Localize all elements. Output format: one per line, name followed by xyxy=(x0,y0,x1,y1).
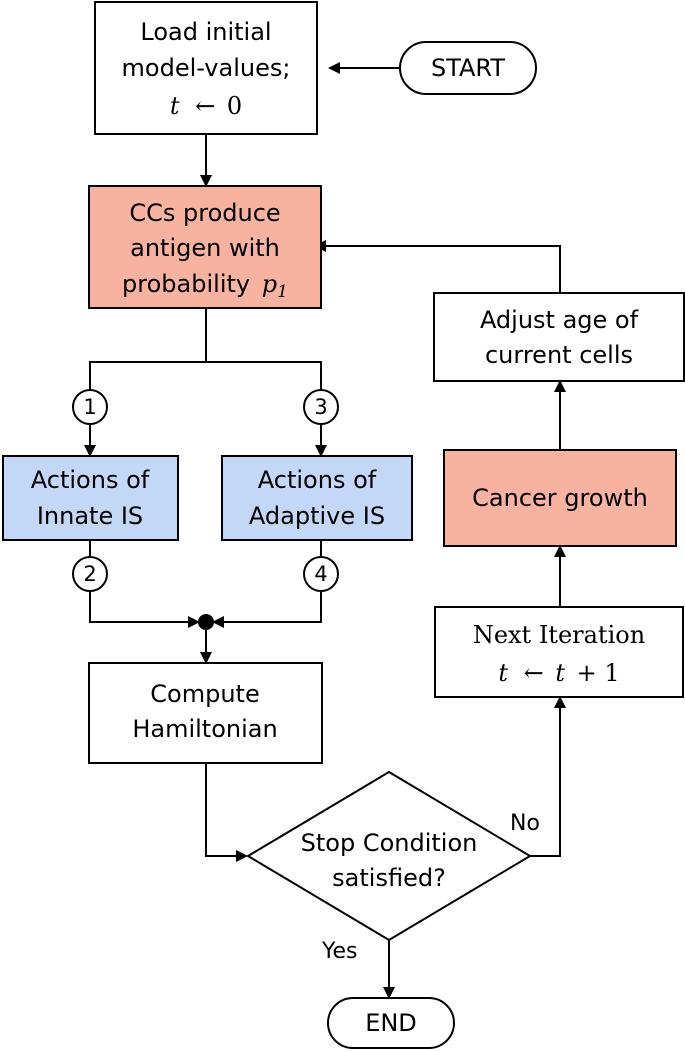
end-label: END xyxy=(365,1009,417,1037)
connector-3: 3 xyxy=(303,389,339,425)
ccs-box: CCs produce antigen with probability p1 xyxy=(88,185,322,309)
join-dot xyxy=(198,614,214,630)
edge-ccs-split xyxy=(89,308,207,390)
start-terminal: START xyxy=(399,41,537,95)
next-assign: t ← t + 1 xyxy=(498,659,619,687)
start-label: START xyxy=(431,54,505,82)
ccs-line3: probability p1 xyxy=(122,270,288,302)
innate-line2: Innate IS xyxy=(37,502,143,530)
svg-text:4: 4 xyxy=(314,562,327,586)
load-box: Load initial model-values; t ← 0 xyxy=(94,1,318,135)
edge-c4-to-join xyxy=(212,591,322,628)
decision-line2: satisfied? xyxy=(332,864,446,892)
connector-4: 4 xyxy=(303,556,339,592)
load-line1: Load initial xyxy=(140,18,271,46)
ccs-line2: antigen with xyxy=(130,234,280,262)
edges xyxy=(84,62,566,999)
connector-2: 2 xyxy=(72,556,108,592)
adaptive-line2: Adaptive IS xyxy=(249,502,385,530)
edge-decision-no xyxy=(530,696,566,857)
cancer-growth-box: Cancer growth xyxy=(443,449,677,547)
adjust-age-box: Adjust age of current cells xyxy=(433,292,685,382)
svg-text:1: 1 xyxy=(83,395,96,419)
adaptive-box: Actions of Adaptive IS xyxy=(221,455,413,541)
edge-c2-to-join xyxy=(89,591,200,628)
innate-line1: Actions of xyxy=(31,466,150,494)
hamiltonian-box: Compute Hamiltonian xyxy=(88,662,323,764)
hamiltonian-line2: Hamiltonian xyxy=(132,715,277,743)
innate-box: Actions of Innate IS xyxy=(2,455,179,541)
load-line2: model-values; xyxy=(122,54,291,82)
svg-text:2: 2 xyxy=(83,562,96,586)
edge-ccs-split-right xyxy=(206,361,322,390)
edge-label-no: No xyxy=(510,811,540,836)
adjust-line2: current cells xyxy=(485,341,633,369)
edge-hamiltonian-to-decision xyxy=(205,763,248,862)
load-assign: t ← 0 xyxy=(170,92,242,120)
growth-label: Cancer growth xyxy=(472,484,648,512)
hamiltonian-line1: Compute xyxy=(150,680,259,708)
next-line1: Next Iteration xyxy=(473,621,645,649)
ccs-line1: CCs produce xyxy=(129,199,280,227)
edge-label-yes: Yes xyxy=(321,939,358,964)
next-iteration-box: Next Iteration t ← t + 1 xyxy=(434,606,684,698)
adjust-line1: Adjust age of xyxy=(480,306,639,334)
decision-diamond: Stop Condition satisfied? xyxy=(246,770,532,942)
connector-1: 1 xyxy=(72,389,108,425)
end-terminal: END xyxy=(327,997,455,1049)
svg-text:3: 3 xyxy=(314,395,327,419)
edge-adjust-to-ccs xyxy=(314,240,561,293)
decision-line1: Stop Condition xyxy=(301,829,478,857)
adaptive-line1: Actions of xyxy=(258,466,377,494)
